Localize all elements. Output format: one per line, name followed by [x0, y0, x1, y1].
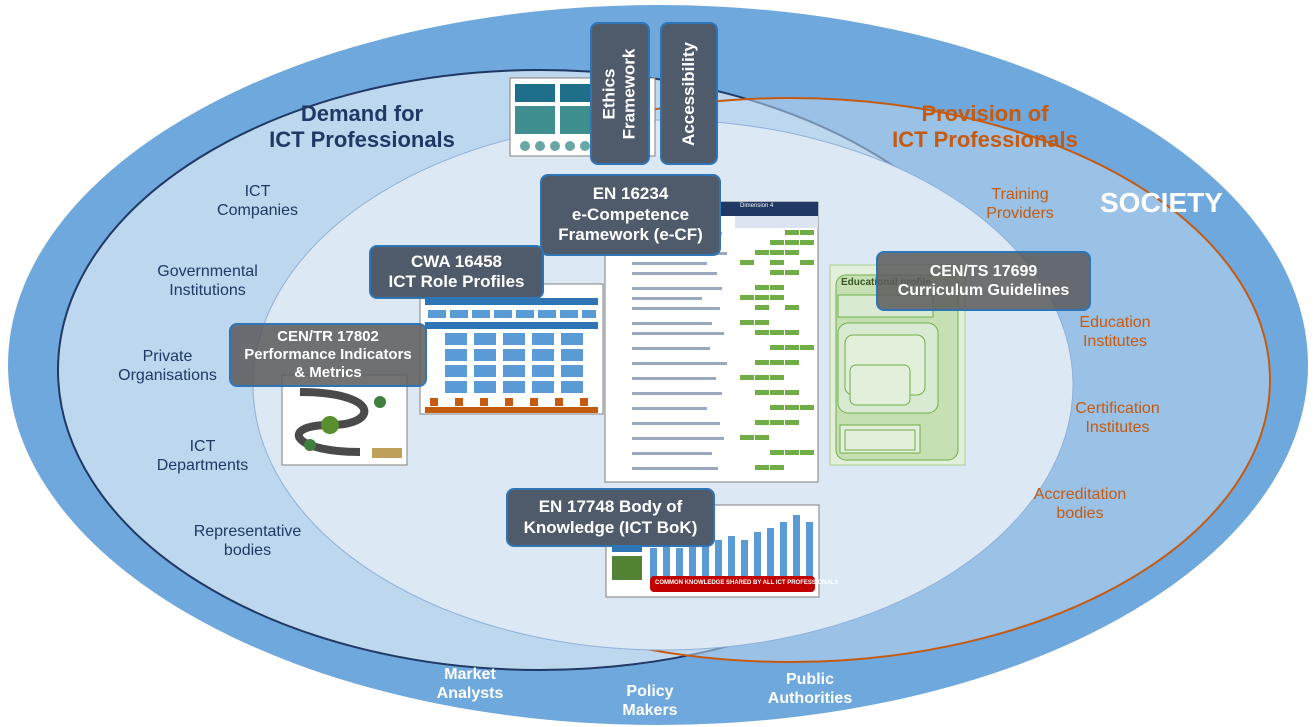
ethics-framework-label: Ethics Framework	[599, 48, 639, 139]
demand-item-private-organisations: Private Organisations	[118, 348, 217, 385]
cwa-box: CWA 16458 ICT Role Profiles	[369, 245, 544, 299]
provision-item-accreditation-bodies: Accreditation bodies	[1033, 486, 1127, 523]
curriculum-thumbnail	[829, 264, 966, 466]
society-item-policy-makers: Policy Makers	[622, 683, 678, 720]
accessibility-label: Accessibility	[678, 41, 698, 146]
ecf-box: EN 16234 e-Competence Framework (e-CF)	[540, 174, 721, 256]
role-profiles-thumbnail	[419, 283, 604, 415]
bok-box: EN 17748 Body of Knowledge (ICT BoK)	[506, 488, 715, 547]
ethics-framework-box: Ethics Framework	[590, 22, 650, 165]
cen-ts-box: CEN/TS 17699 Curriculum Guidelines	[876, 251, 1091, 311]
society-title: SOCIETY	[1100, 187, 1223, 218]
provision-item-certification-institutes: Certification Institutes	[1075, 400, 1160, 437]
metrics-thumbnail	[281, 374, 408, 466]
bok-footer: COMMON KNOWLEDGE SHARED BY ALL ICT PROFE…	[655, 580, 839, 586]
demand-item-governmental-institutions: Governmental Institutions	[157, 263, 258, 300]
provision-title: Provision of ICT Professionals	[892, 101, 1078, 153]
provision-item-training-providers: Training Providers	[986, 186, 1054, 223]
demand-item-ict-departments: ICT Departments	[156, 438, 249, 475]
demand-item-representative-bodies: Representative bodies	[193, 523, 302, 560]
provision-item-education-institutes: Education Institutes	[1079, 314, 1151, 351]
accessibility-box: Accessibility	[660, 22, 718, 165]
society-item-public-authorities: Public Authorities	[767, 671, 853, 708]
demand-title: Demand for ICT Professionals	[269, 101, 455, 153]
cen-tr-box: CEN/TR 17802 Performance Indicators & Me…	[229, 323, 427, 387]
demand-item-ict-companies: ICT Companies	[217, 183, 298, 220]
ecf-table-header: Dimension 4	[740, 203, 774, 209]
society-item-market-analysts: Market Analysts	[436, 666, 504, 703]
